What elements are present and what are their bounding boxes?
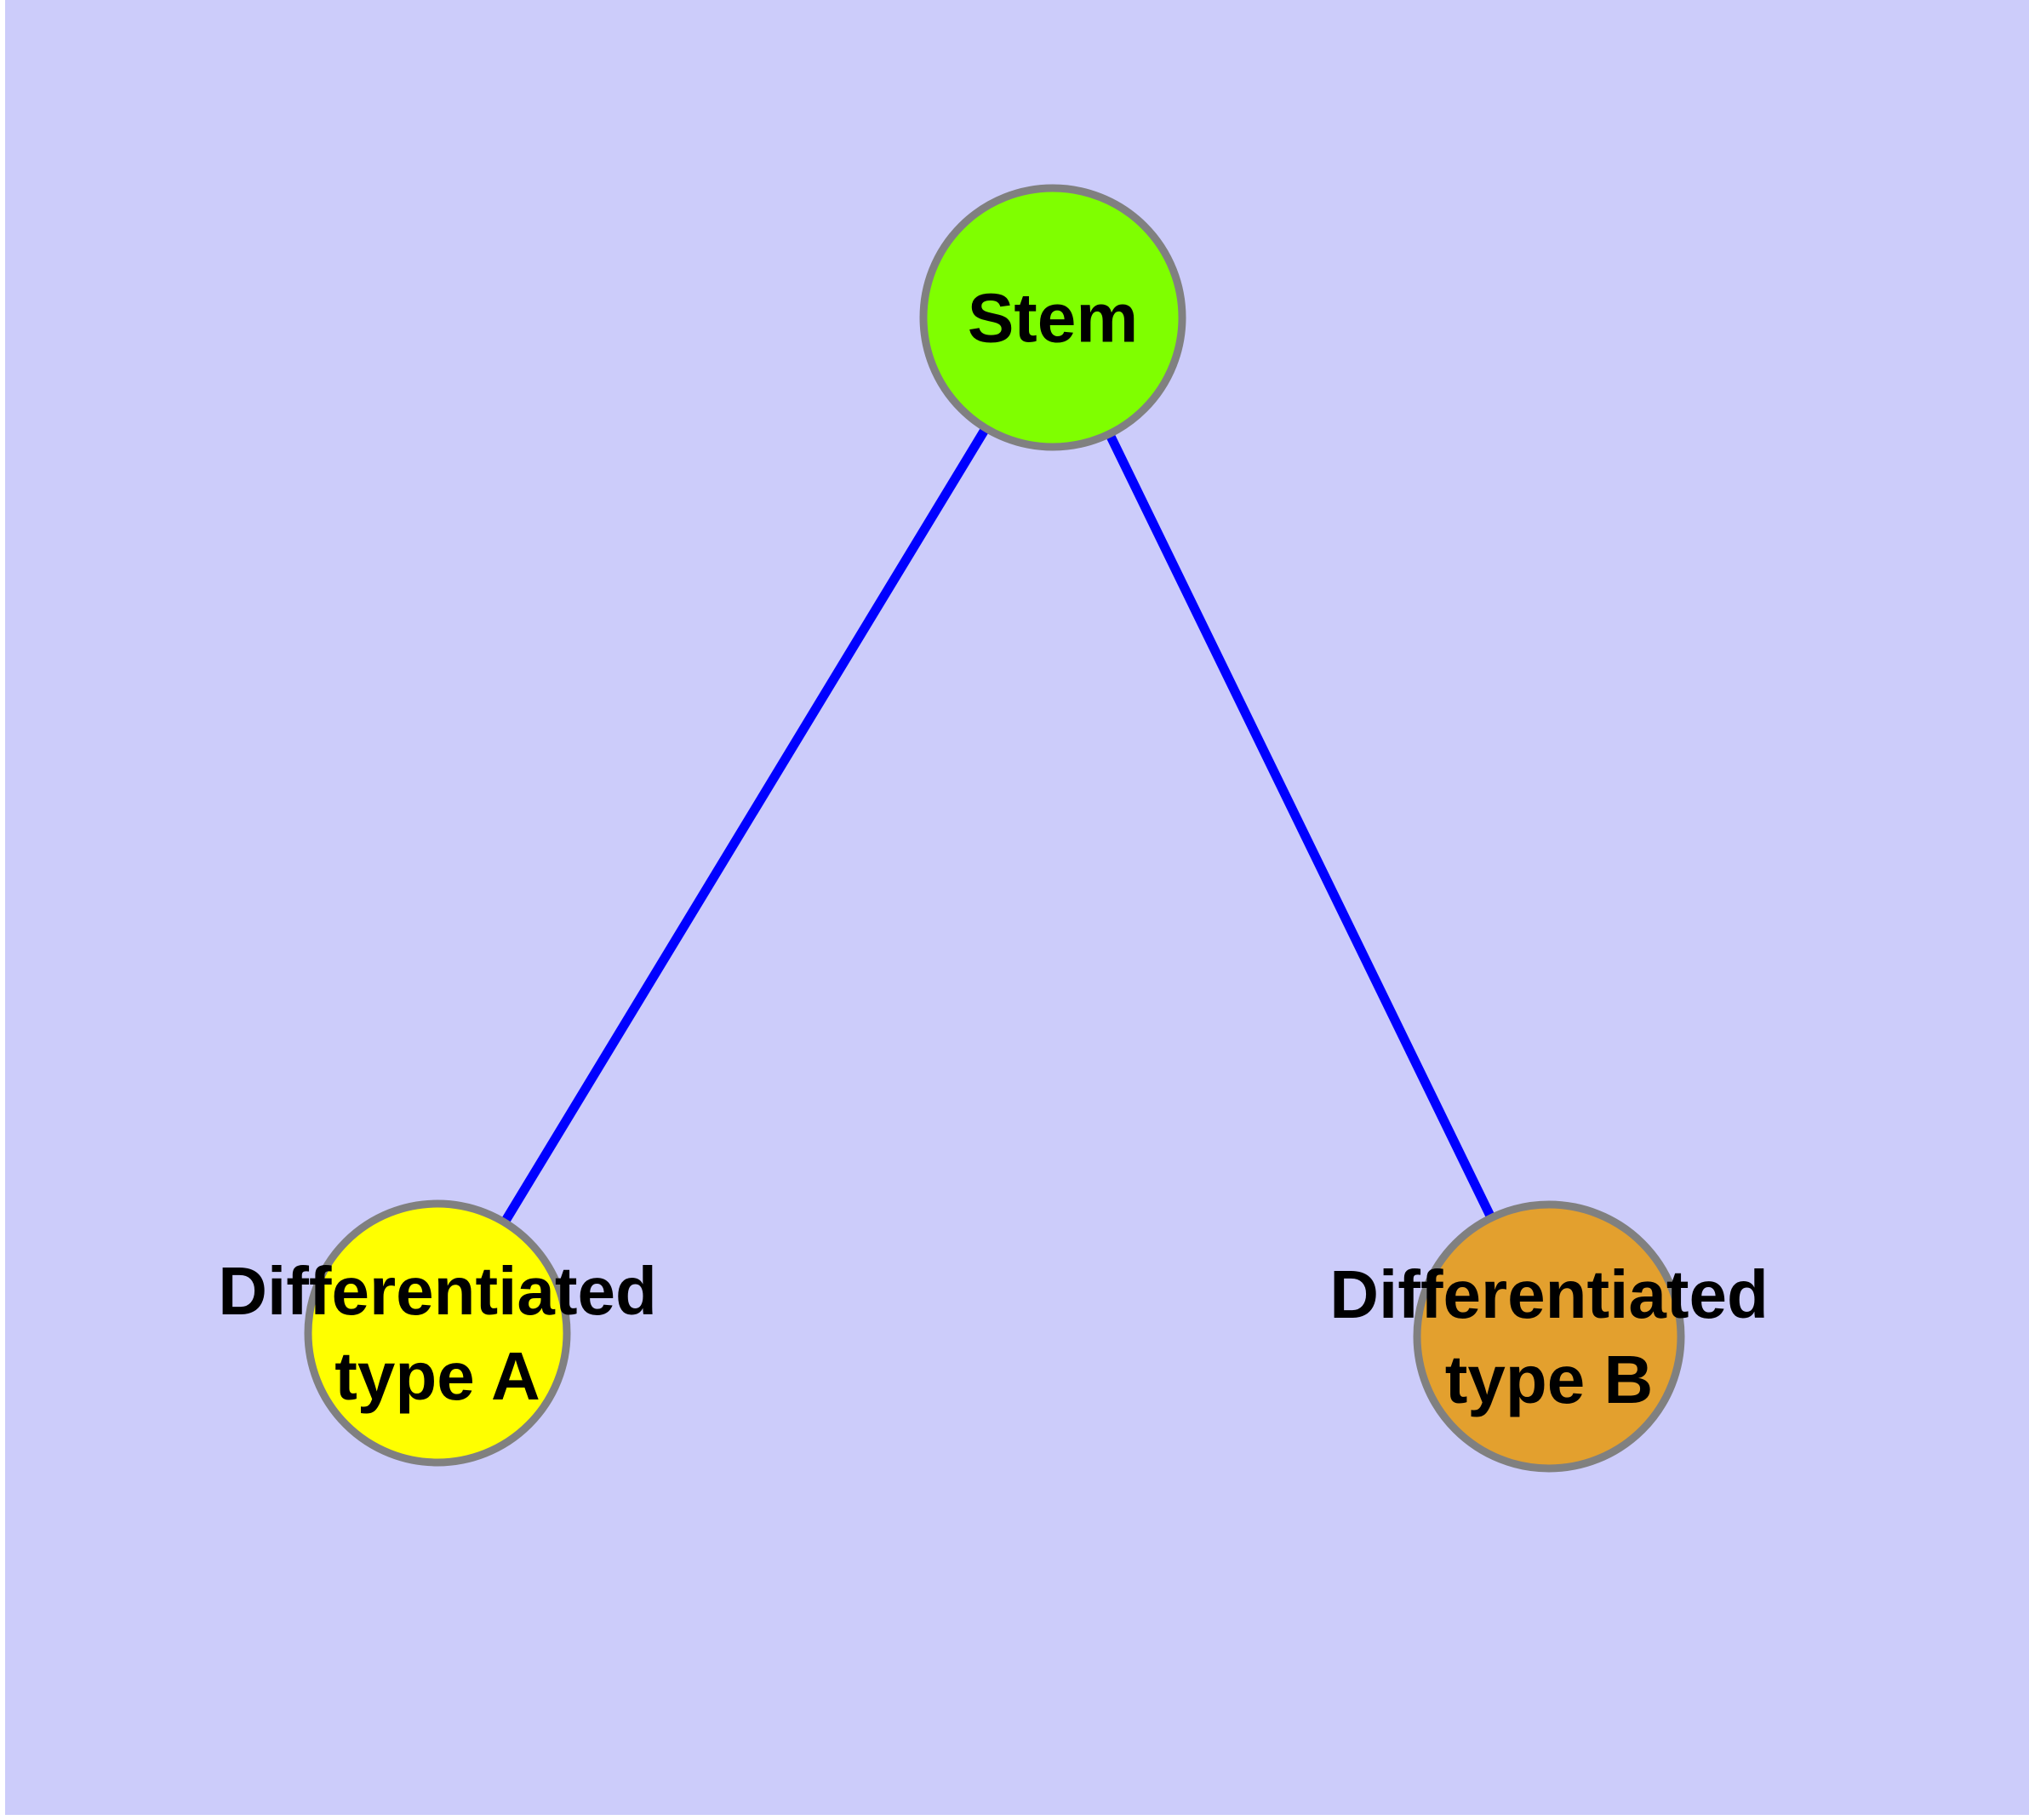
node-label-differentiated-type-a: Differentiated type A <box>218 1253 657 1414</box>
node-differentiated-type-b[interactable] <box>1413 1200 1685 1473</box>
node-stem[interactable] <box>919 184 1186 451</box>
label-layer: Stem Differentiated type A Differentiated… <box>218 280 1769 1417</box>
edge-layer <box>433 315 1553 1339</box>
node-label-differentiated-type-b: Differentiated type B <box>1329 1256 1769 1417</box>
edge-stem-to-differentiated-type-b[interactable] <box>1049 315 1553 1339</box>
node-label-line: type A <box>334 1338 540 1414</box>
node-label-line: Stem <box>968 280 1139 358</box>
node-label-line: Differentiated <box>218 1253 657 1329</box>
node-label-line: Differentiated <box>1329 1256 1769 1332</box>
node-label-line: type B <box>1445 1342 1654 1417</box>
node-layer <box>304 184 1685 1473</box>
node-differentiated-type-a[interactable] <box>304 1199 571 1467</box>
edge-stem-to-differentiated-type-a[interactable] <box>433 315 1057 1336</box>
node-label-stem: Stem <box>968 280 1139 358</box>
